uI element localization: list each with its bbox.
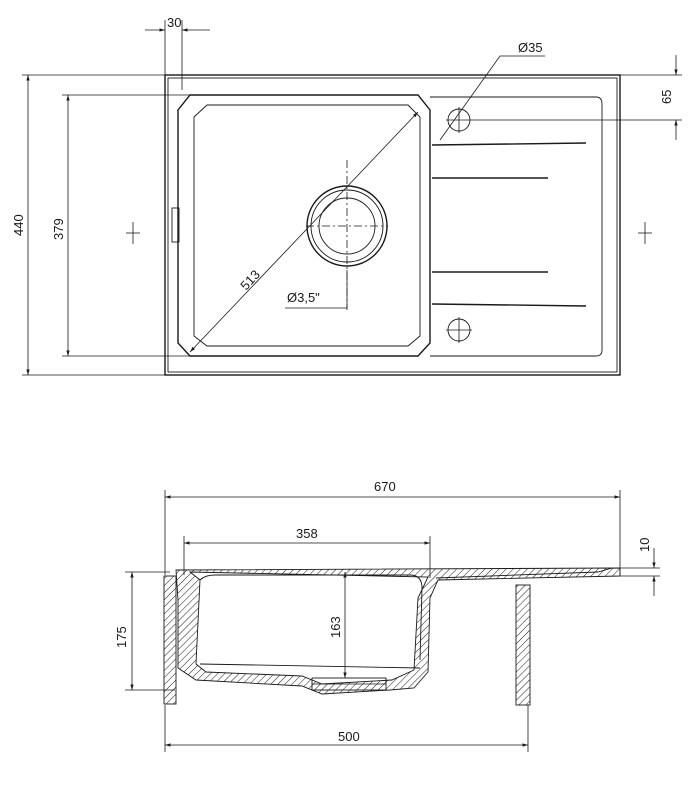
cabinet-dim-label: 500 — [338, 729, 360, 744]
drain-groove-1 — [431, 142, 587, 146]
center-mark-right — [638, 222, 652, 244]
drainboard-outline — [430, 96, 603, 357]
overflow-slot — [171, 207, 180, 243]
cabinet-wall-left — [163, 575, 177, 705]
diagonal-dim-label: 513 — [237, 267, 263, 293]
hole-dim-label: Ø35 — [518, 40, 543, 55]
drain-groove-4 — [431, 303, 587, 307]
bowl-width-dim-label: 358 — [296, 526, 318, 541]
drain-dim-label: Ø3,5" — [287, 290, 320, 305]
sink-rim — [167, 77, 618, 373]
diagonal-dim-line — [189, 111, 419, 353]
bowl-height-dim-label: 163 — [328, 616, 343, 638]
edge-dim-label: 30 — [167, 15, 181, 30]
sink-section-body — [175, 567, 621, 695]
hole-dim-leader — [439, 55, 545, 141]
drain-dim-leader — [285, 270, 348, 309]
drainboard-top — [435, 567, 613, 579]
bowl-depth-dim-label: 379 — [51, 218, 66, 240]
section-view: 670 358 10 175 163 500 — [114, 479, 660, 752]
tap-hole-top — [446, 107, 472, 133]
sink-outline — [164, 74, 621, 376]
top-view: 513 Ø3,5" Ø35 30 65 440 379 — [11, 15, 682, 376]
tap-hole-bottom — [446, 317, 472, 343]
bowl-outer — [177, 94, 431, 357]
bowl-floor-line — [199, 663, 421, 669]
cabinet-wall-right — [515, 584, 531, 706]
bowl-inner-line — [199, 574, 423, 661]
center-mark-left — [126, 222, 140, 244]
depth-dim-label: 440 — [11, 214, 26, 236]
height-dim-label: 175 — [114, 626, 129, 648]
rim-dim-label: 10 — [637, 538, 652, 552]
width-dim-label: 670 — [374, 479, 396, 494]
offset-dim-label: 65 — [659, 90, 674, 104]
